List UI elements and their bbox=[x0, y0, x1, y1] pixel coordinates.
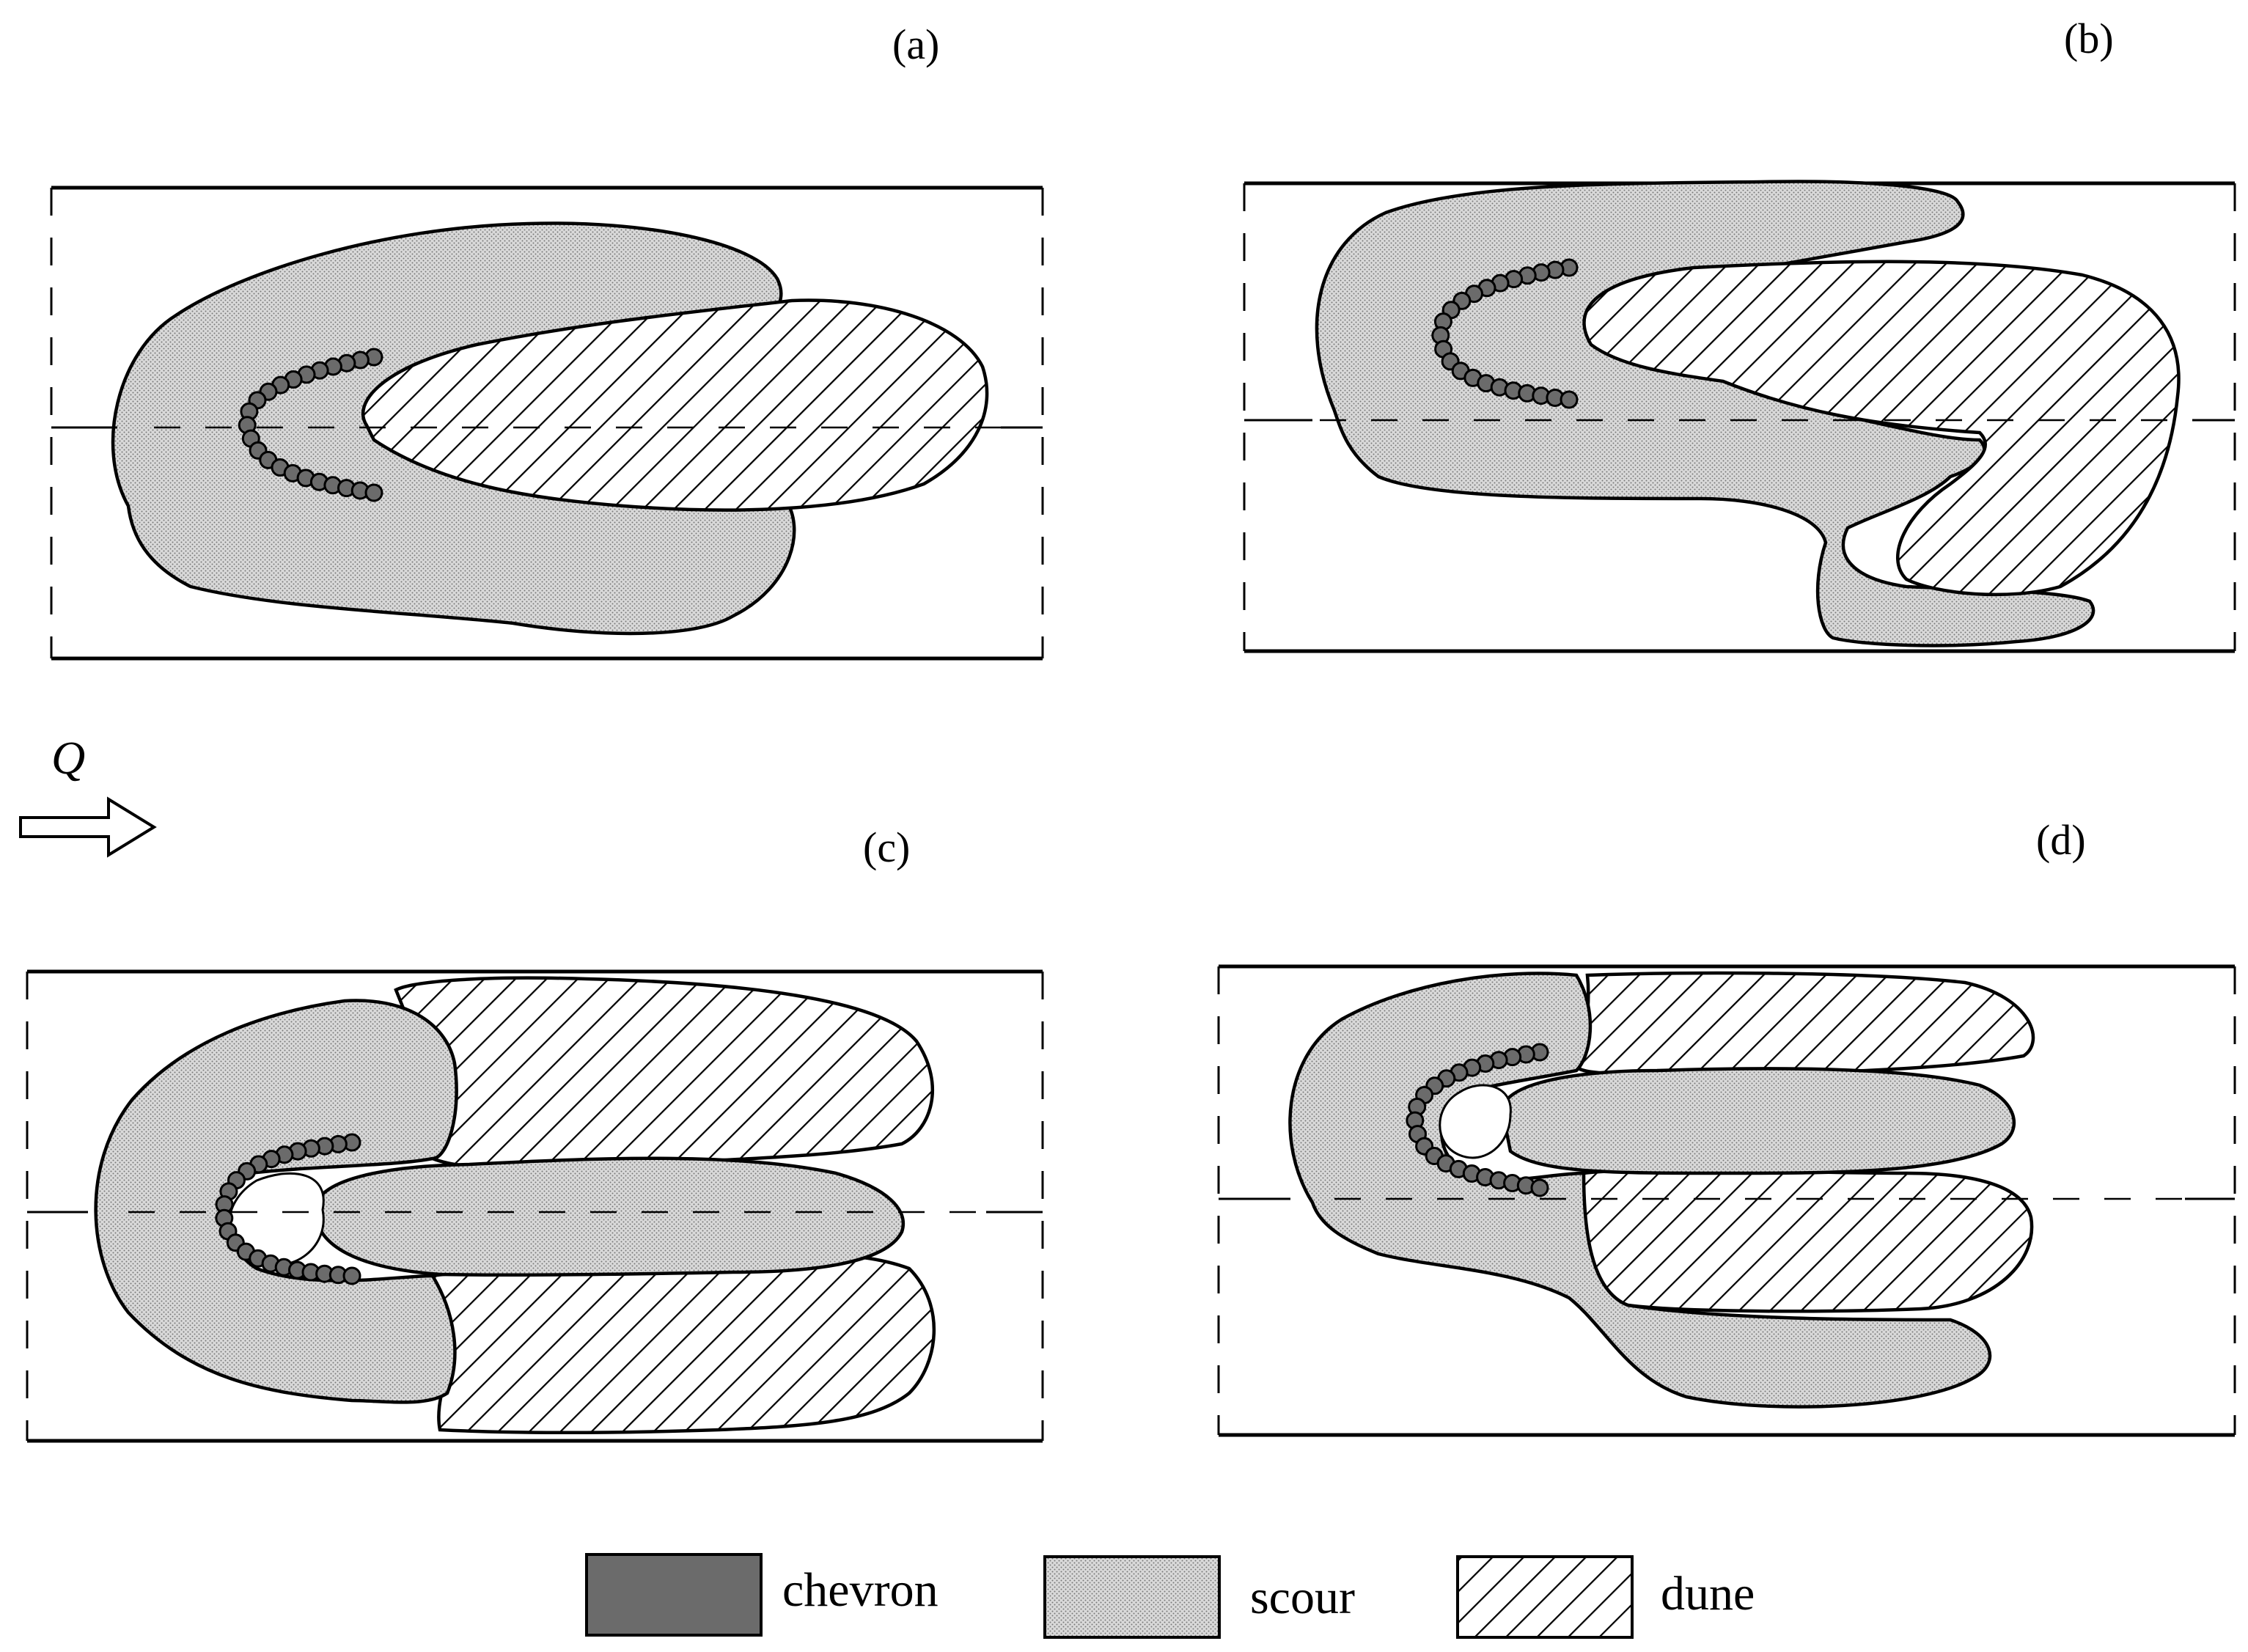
scour-region bbox=[1288, 972, 1992, 1409]
flow-arrow-icon bbox=[19, 796, 157, 858]
dune-region-upper bbox=[1574, 971, 2035, 1076]
dune-region bbox=[1582, 260, 2181, 597]
chevron-swatch bbox=[585, 1553, 763, 1637]
legend: chevron scour dune bbox=[585, 1553, 1755, 1639]
dune-region bbox=[361, 298, 989, 512]
chevron-bead bbox=[1560, 390, 1579, 409]
scour-swatch bbox=[1043, 1555, 1221, 1639]
chevron bbox=[1406, 1043, 1549, 1197]
chevron-bead bbox=[364, 483, 383, 502]
scour-gap bbox=[1439, 1084, 1512, 1159]
scour-ridge bbox=[1501, 1067, 2016, 1175]
flow-direction: Q bbox=[19, 732, 157, 858]
panel-d: (d) bbox=[1217, 816, 2236, 1437]
scour-ridge bbox=[313, 1156, 906, 1277]
panel-b: (b) bbox=[1243, 15, 2236, 653]
panel-c: (c) bbox=[26, 823, 1044, 1443]
dune-region-upper bbox=[394, 976, 934, 1170]
legend-item-dune: dune bbox=[1456, 1555, 1755, 1639]
panel-label: (c) bbox=[863, 823, 910, 871]
panel-label: (b) bbox=[2064, 15, 2114, 62]
panel-label: (d) bbox=[2036, 816, 2086, 864]
panel-label: (a) bbox=[892, 21, 939, 68]
chevron bbox=[238, 348, 383, 502]
chevron bbox=[215, 1133, 361, 1285]
legend-label: chevron bbox=[782, 1563, 938, 1617]
chevron bbox=[1431, 258, 1579, 409]
scour-region bbox=[1315, 180, 2095, 647]
legend-item-scour: scour bbox=[1043, 1555, 1355, 1639]
dune-swatch bbox=[1456, 1555, 1634, 1639]
panel-a: (a) bbox=[50, 21, 1044, 661]
dune-region-lower bbox=[430, 1252, 936, 1434]
legend-item-chevron: chevron bbox=[585, 1553, 938, 1637]
scour-region bbox=[94, 999, 458, 1404]
legend-label: dune bbox=[1661, 1567, 1755, 1620]
chevron-bead bbox=[342, 1266, 361, 1285]
legend-label: scour bbox=[1250, 1571, 1355, 1624]
chevron-bead bbox=[1530, 1178, 1549, 1197]
flow-label: Q bbox=[51, 732, 85, 784]
dune-region-lower bbox=[1579, 1168, 2034, 1313]
